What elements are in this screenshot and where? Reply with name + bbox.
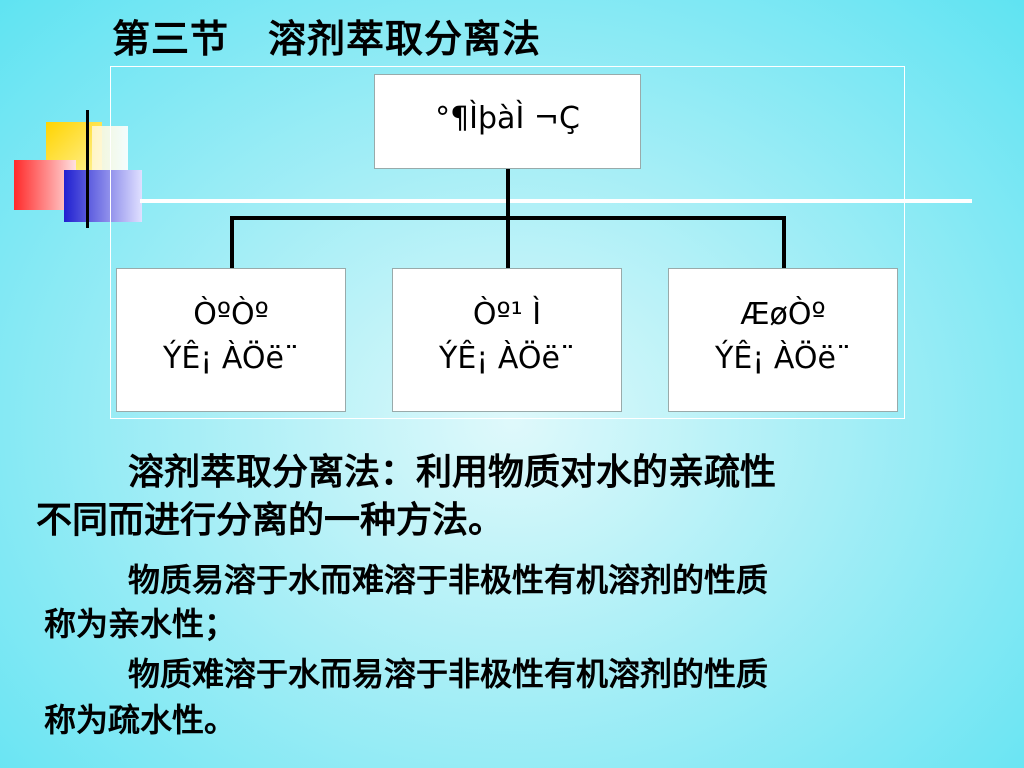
org-node-child-1-line1: ÒºÒº xyxy=(193,297,269,332)
org-node-child-2-line2: ÝÊ¡ ÀÖë¨ xyxy=(439,341,575,376)
org-connector-middle xyxy=(506,216,510,268)
org-node-child-3-line1: ÆøÒº xyxy=(740,297,826,332)
hydrophobic-line-1: 物质难溶于水而易溶于非极性有机溶剂的性质 xyxy=(128,655,769,693)
org-node-child-1: ÒºÒº ÝÊ¡ ÀÖë¨ xyxy=(116,268,346,412)
deco-square-blue xyxy=(64,170,142,222)
deco-vertical-line xyxy=(86,110,89,228)
definition-line-2: 不同而进行分离的一种方法。 xyxy=(36,500,505,541)
org-chart-frame xyxy=(110,66,905,419)
hydrophobic-line-2: 称为疏水性。 xyxy=(44,701,237,739)
org-node-child-2: Òº¹ Ì ÝÊ¡ ÀÖë¨ xyxy=(392,268,622,412)
org-node-child-2-line1: Òº¹ Ì xyxy=(472,297,542,332)
org-node-root: °¶ÌþàÌ ¬Ç xyxy=(374,74,641,169)
deco-horizontal-line xyxy=(140,199,972,203)
org-connector-trunk xyxy=(506,169,510,219)
org-connector-left xyxy=(230,216,234,268)
slide-title: 第三节 溶剂萃取分离法 xyxy=(112,17,542,61)
hydrophilic-line-2: 称为亲水性； xyxy=(44,605,237,643)
org-connector-right xyxy=(782,216,786,268)
org-node-child-3-line2: ÝÊ¡ ÀÖë¨ xyxy=(715,341,851,376)
org-node-child-1-line2: ÝÊ¡ ÀÖë¨ xyxy=(163,341,299,376)
definition-line-1: 溶剂萃取分离法：利用物质对水的亲疏性 xyxy=(128,452,777,493)
hydrophilic-line-1: 物质易溶于水而难溶于非极性有机溶剂的性质 xyxy=(128,561,769,599)
org-node-child-3: ÆøÒº ÝÊ¡ ÀÖë¨ xyxy=(668,268,898,412)
